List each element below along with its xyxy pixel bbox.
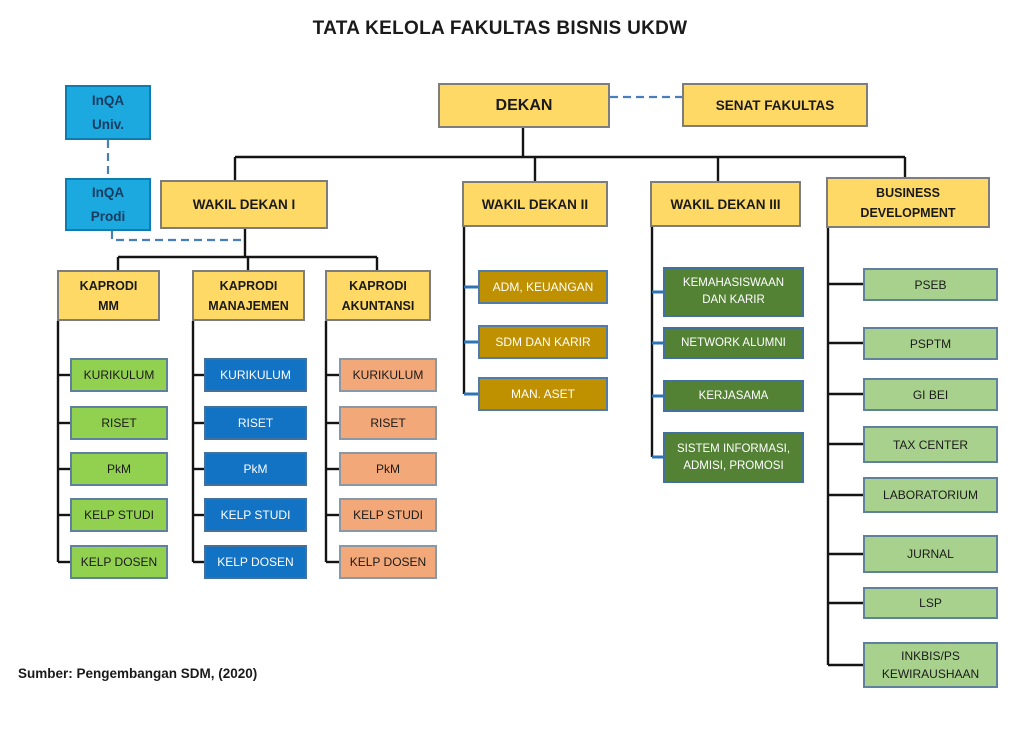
node-lsp: LSP <box>863 587 998 619</box>
node-akuntansi-kelp-dosen: KELP DOSEN <box>339 545 437 579</box>
node-wakil-dekan-3: WAKIL DEKAN III <box>650 181 801 227</box>
node-mm-riset: RISET <box>70 406 168 440</box>
node-gi-bei: GI BEI <box>863 378 998 411</box>
node-inqa-univ: InQA Univ. <box>65 85 151 140</box>
node-man-aset: MAN. ASET <box>478 377 608 411</box>
node-inkbis-ps-kewiraushaan: INKBIS/PS KEWIRAUSHAAN <box>863 642 998 688</box>
node-akuntansi-kelp-studi: KELP STUDI <box>339 498 437 532</box>
node-manajemen-pkm: PkM <box>204 452 307 486</box>
node-adm-keuangan: ADM, KEUANGAN <box>478 270 608 304</box>
node-manajemen-kelp-dosen: KELP DOSEN <box>204 545 307 579</box>
node-kaprodi-manajemen: KAPRODI MANAJEMEN <box>192 270 305 321</box>
node-inqa-prodi: InQA Prodi <box>65 178 151 231</box>
node-network-alumni: NETWORK ALUMNI <box>663 327 804 359</box>
page-title: TATA KELOLA FAKULTAS BISNIS UKDW <box>312 18 688 39</box>
node-senat-fakultas: SENAT FAKULTAS <box>682 83 868 127</box>
node-mm-kelp-studi: KELP STUDI <box>70 498 168 532</box>
node-jurnal: JURNAL <box>863 535 998 573</box>
node-kaprodi-akuntansi: KAPRODI AKUNTANSI <box>325 270 431 321</box>
node-psptm: PSPTM <box>863 327 998 360</box>
source-note: Sumber: Pengembangan SDM, (2020) <box>18 666 258 681</box>
node-kaprodi-mm: KAPRODI MM <box>57 270 160 321</box>
node-mm-pkm: PkM <box>70 452 168 486</box>
node-dekan: DEKAN <box>438 83 610 128</box>
node-wakil-dekan-2: WAKIL DEKAN II <box>462 181 608 227</box>
node-laboratorium: LABORATORIUM <box>863 477 998 513</box>
node-wakil-dekan-1: WAKIL DEKAN I <box>160 180 328 229</box>
node-akuntansi-pkm: PkM <box>339 452 437 486</box>
node-manajemen-kurikulum: KURIKULUM <box>204 358 307 392</box>
node-pseb: PSEB <box>863 268 998 301</box>
node-tax-center: TAX CENTER <box>863 426 998 463</box>
node-akuntansi-riset: RISET <box>339 406 437 440</box>
node-business-development: BUSINESS DEVELOPMENT <box>826 177 990 228</box>
node-mm-kurikulum: KURIKULUM <box>70 358 168 392</box>
node-kerjasama: KERJASAMA <box>663 380 804 412</box>
node-akuntansi-kurikulum: KURIKULUM <box>339 358 437 392</box>
node-sistem-informasi-admisi-promosi: SISTEM INFORMASI, ADMISI, PROMOSI <box>663 432 804 483</box>
node-mm-kelp-dosen: KELP DOSEN <box>70 545 168 579</box>
node-sdm-dan-karir: SDM DAN KARIR <box>478 325 608 359</box>
node-manajemen-riset: RISET <box>204 406 307 440</box>
node-kemahasiswaan-dan-karir: KEMAHASISWAAN DAN KARIR <box>663 267 804 317</box>
node-manajemen-kelp-studi: KELP STUDI <box>204 498 307 532</box>
